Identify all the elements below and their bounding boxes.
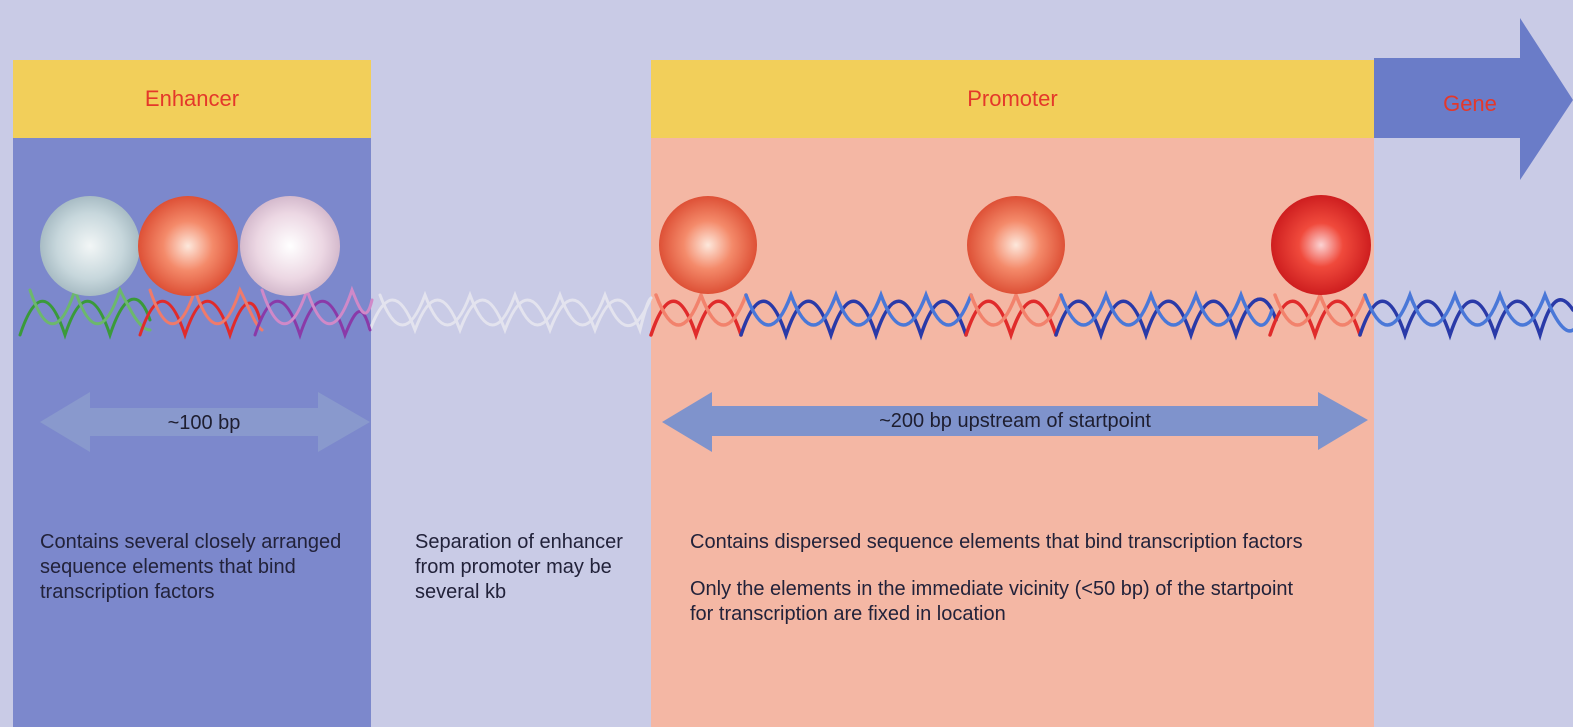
dna-helix xyxy=(20,290,1573,335)
enhancer-description-block: Contains several closely arranged sequen… xyxy=(40,530,350,627)
enhancer-size-label: ~100 bp xyxy=(90,408,318,438)
promoter-description-1: Contains dispersed sequence elements tha… xyxy=(690,530,1310,555)
enhancer-description: Contains several closely arranged sequen… xyxy=(40,530,350,605)
promoter-size-label: ~200 bp upstream of startpoint xyxy=(712,406,1318,436)
gene-label: Gene xyxy=(1420,84,1520,124)
separation-description-block: Separation of enhancer from promoter may… xyxy=(415,530,640,627)
transcription-factors xyxy=(40,195,1371,296)
promoter-factor-1 xyxy=(659,196,757,294)
promoter-factor-3 xyxy=(1271,195,1371,295)
promoter-dna xyxy=(651,295,1573,335)
enhancer-dna xyxy=(20,290,372,335)
promoter-description-2: Only the elements in the immediate vicin… xyxy=(690,577,1310,627)
enhancer-factor-3 xyxy=(240,196,340,296)
promoter-description-block: Contains dispersed sequence elements tha… xyxy=(690,530,1310,649)
enhancer-factor-2 xyxy=(138,196,238,296)
promoter-factor-2 xyxy=(967,196,1065,294)
linker-dna xyxy=(370,295,651,330)
enhancer-factor-1 xyxy=(40,196,140,296)
separation-description: Separation of enhancer from promoter may… xyxy=(415,530,640,605)
